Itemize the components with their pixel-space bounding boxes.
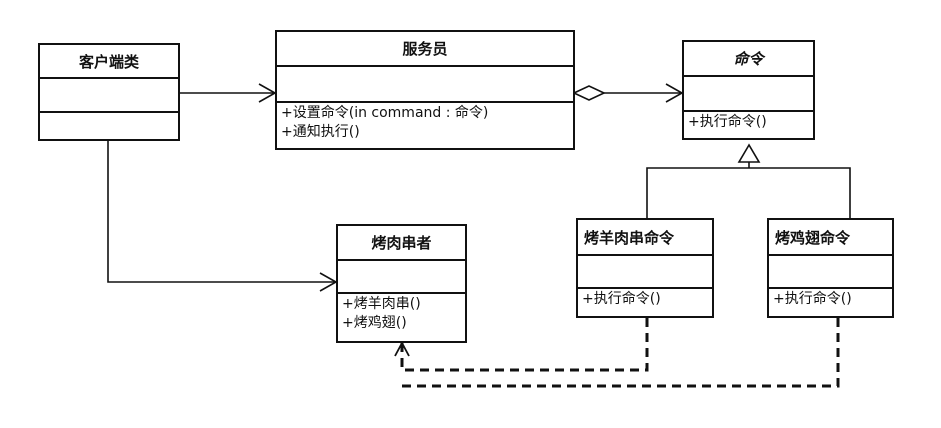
class-attributes xyxy=(338,261,465,294)
class-operations: +执行命令() xyxy=(578,289,712,310)
class-name: 烤鸡翅命令 xyxy=(769,220,892,256)
class-operations xyxy=(40,113,178,143)
aggregation-waiter-command xyxy=(572,83,684,103)
operation: +执行命令() xyxy=(773,291,852,307)
class-operations: +设置命令(in command : 命令) +通知执行() xyxy=(277,103,573,143)
dependency-commands-barbecuer xyxy=(394,318,840,388)
class-command: 命令 +执行命令() xyxy=(682,40,815,140)
class-name: 命令 xyxy=(684,42,813,77)
operation: +设置命令(in command : 命令) xyxy=(281,105,489,121)
class-name: 客户端类 xyxy=(40,45,178,79)
operation: +烤羊肉串() xyxy=(342,296,421,312)
class-operations: +烤羊肉串() +烤鸡翅() xyxy=(338,294,465,334)
class-barbecuer: 烤肉串者 +烤羊肉串() +烤鸡翅() xyxy=(336,224,467,343)
class-name: 烤羊肉串命令 xyxy=(578,220,712,256)
class-name: 服务员 xyxy=(277,32,573,67)
association-client-waiter xyxy=(180,83,277,103)
operation: +通知执行() xyxy=(281,124,360,140)
class-attributes xyxy=(578,256,712,289)
class-attributes xyxy=(277,67,573,103)
class-attributes xyxy=(40,79,178,113)
operation: +执行命令() xyxy=(688,114,767,130)
class-bake-wing-command: 烤鸡翅命令 +执行命令() xyxy=(767,218,894,318)
generalization-to-command xyxy=(646,143,851,218)
association-client-barbecuer xyxy=(107,141,338,292)
operation: +烤鸡翅() xyxy=(342,315,407,331)
class-operations: +执行命令() xyxy=(769,289,892,310)
class-name: 烤肉串者 xyxy=(338,226,465,261)
class-waiter: 服务员 +设置命令(in command : 命令) +通知执行() xyxy=(275,30,575,150)
class-operations: +执行命令() xyxy=(684,112,813,133)
class-bake-mutton-command: 烤羊肉串命令 +执行命令() xyxy=(576,218,714,318)
operation: +执行命令() xyxy=(582,291,661,307)
class-attributes xyxy=(769,256,892,289)
class-attributes xyxy=(684,77,813,112)
class-client: 客户端类 xyxy=(38,43,180,141)
